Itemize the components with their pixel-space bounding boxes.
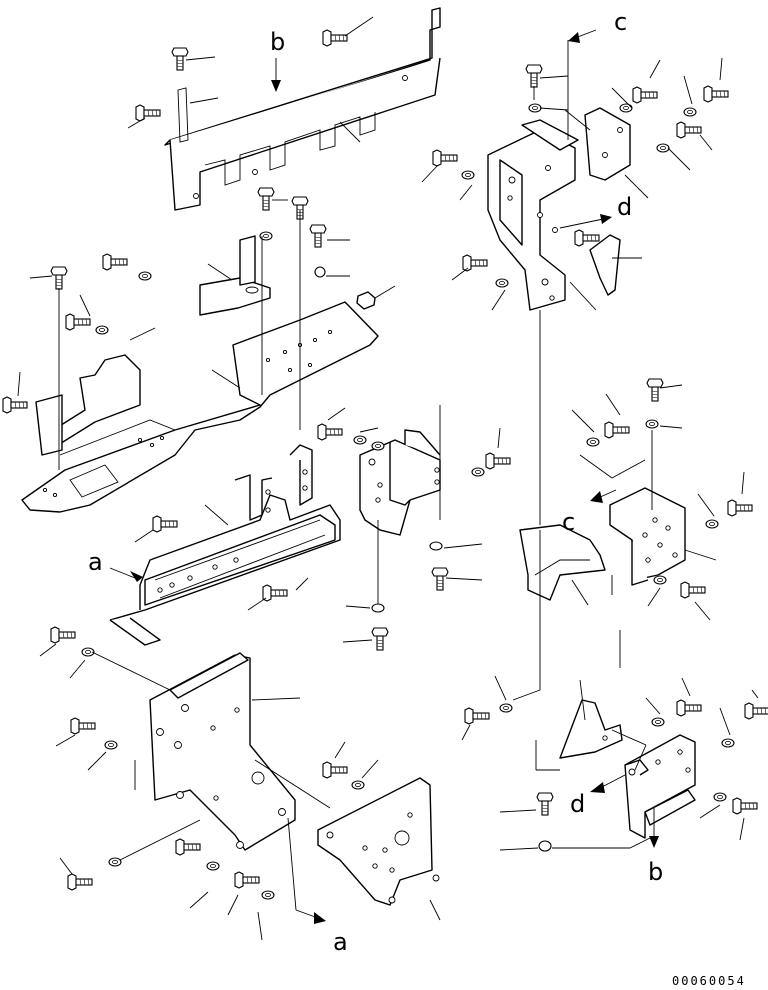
right-side-clip — [589, 234, 621, 296]
reference-b-top: b — [270, 28, 285, 92]
ref-letter-a-bottom: a — [333, 928, 348, 956]
right-tall-bracket — [487, 107, 631, 311]
lower-curved-plate — [317, 777, 440, 906]
drawing-number: 00060054 — [672, 974, 746, 988]
reference-c-middle: c — [562, 489, 617, 536]
reference-d-bottom: d — [570, 774, 626, 818]
right-saddle-bracket — [519, 524, 606, 601]
reference-a-bottom: a — [287, 817, 348, 956]
reference-a-left: a — [88, 548, 143, 582]
middle-bracket — [359, 429, 441, 536]
ref-letter-b-bottom: b — [648, 858, 663, 886]
reference-b-bottom: b — [648, 808, 663, 886]
ref-letter-c-top: c — [614, 8, 627, 36]
ref-letter-b-top: b — [270, 28, 285, 56]
bottom-right-clip — [559, 699, 623, 759]
reference-d-top: d — [559, 193, 632, 229]
ref-letter-a-left: a — [88, 548, 103, 576]
ref-letter-d-bottom: d — [570, 790, 585, 818]
small-angle-bracket — [199, 235, 271, 316]
right-box-bracket — [609, 487, 686, 586]
ref-letter-c-middle: c — [562, 508, 575, 536]
main-frame — [109, 444, 341, 646]
upper-channel-bracket — [164, 7, 441, 211]
floor-plate — [21, 301, 379, 513]
lower-panel-plate — [149, 652, 296, 851]
side-stiffener — [35, 354, 141, 456]
ref-letter-d-top: d — [617, 193, 632, 221]
bottom-right-bracket — [624, 734, 696, 839]
reference-c-top: c — [567, 8, 627, 140]
